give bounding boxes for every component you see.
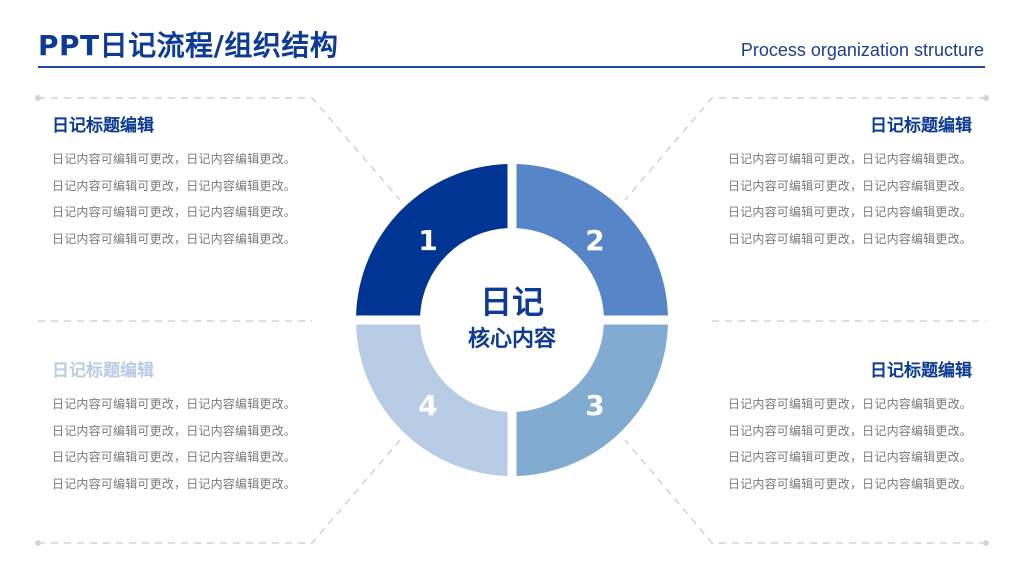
page-title: PPT日记流程/组织结构 xyxy=(38,29,339,62)
segment-number-3: 3 xyxy=(585,389,604,422)
connector-dot xyxy=(35,95,41,101)
segment-number-2: 2 xyxy=(585,224,604,257)
panel-title: 日记标题编辑 xyxy=(870,116,972,136)
panel-text-line: 日记内容可编辑可更改，日记内容编辑更改。 xyxy=(52,231,297,246)
connector-dot xyxy=(983,95,989,101)
connector-bottom-left xyxy=(38,439,401,544)
ring-segment-1 xyxy=(356,164,508,316)
connector-dot xyxy=(983,540,989,546)
connector-top-left xyxy=(38,97,401,201)
center-subtitle: 核心内容 xyxy=(468,326,556,352)
panel-top-right: 日记标题编辑 日记内容可编辑可更改，日记内容编辑更改。 日记内容可编辑可更改，日… xyxy=(704,115,972,252)
ring-segment-3 xyxy=(516,324,668,476)
panel-text-line: 日记内容可编辑可更改，日记内容编辑更改。 xyxy=(727,397,972,411)
center-title: 日记 xyxy=(480,283,544,321)
title-underline xyxy=(38,66,985,68)
connector-top-right xyxy=(624,97,986,201)
panel-text-line: 日记内容可编辑可更改，日记内容编辑更改。 xyxy=(727,231,972,246)
connector-bottom-right xyxy=(624,439,986,544)
connector-dot xyxy=(35,540,41,546)
ring-segment-4 xyxy=(356,324,508,476)
panel-text-line: 日记内容可编辑可更改，日记内容编辑更改。 xyxy=(727,450,972,464)
panel-text-line: 日记内容可编辑可更改，日记内容编辑更改。 xyxy=(52,152,297,166)
ring-segment-2 xyxy=(516,164,668,316)
panel-title: 日记标题编辑 xyxy=(52,116,154,136)
panel-text-line: 日记内容可编辑可更改，日记内容编辑更改。 xyxy=(727,423,972,438)
panel-text-line: 日记内容可编辑可更改，日记内容编辑更改。 xyxy=(52,476,297,491)
panel-text-line: 日记内容可编辑可更改，日记内容编辑更改。 xyxy=(52,178,297,193)
segment-number-1: 1 xyxy=(418,224,437,257)
panel-text-line: 日记内容可编辑可更改，日记内容编辑更改。 xyxy=(52,397,297,411)
panel-text-line: 日记内容可编辑可更改，日记内容编辑更改。 xyxy=(727,178,972,193)
panel-text-line: 日记内容可编辑可更改，日记内容编辑更改。 xyxy=(727,476,972,491)
panel-text-line: 日记内容可编辑可更改，日记内容编辑更改。 xyxy=(52,205,297,219)
panel-title: 日记标题编辑 xyxy=(52,361,154,381)
panel-title: 日记标题编辑 xyxy=(870,361,972,381)
panel-text-line: 日记内容可编辑可更改，日记内容编辑更改。 xyxy=(52,450,297,464)
segment-number-4: 4 xyxy=(418,389,437,422)
panel-text-line: 日记内容可编辑可更改，日记内容编辑更改。 xyxy=(52,423,297,438)
panel-top-left: 日记标题编辑 日记内容可编辑可更改，日记内容编辑更改。 日记内容可编辑可更改，日… xyxy=(52,115,320,252)
panel-bottom-left: 日记标题编辑 日记内容可编辑可更改，日记内容编辑更改。 日记内容可编辑可更改，日… xyxy=(52,360,320,497)
panel-text-line: 日记内容可编辑可更改，日记内容编辑更改。 xyxy=(727,205,972,219)
panel-text-line: 日记内容可编辑可更改，日记内容编辑更改。 xyxy=(727,152,972,166)
page-subtitle: Process organization structure xyxy=(740,40,984,60)
panel-bottom-right: 日记标题编辑 日记内容可编辑可更改，日记内容编辑更改。 日记内容可编辑可更改，日… xyxy=(704,360,972,497)
